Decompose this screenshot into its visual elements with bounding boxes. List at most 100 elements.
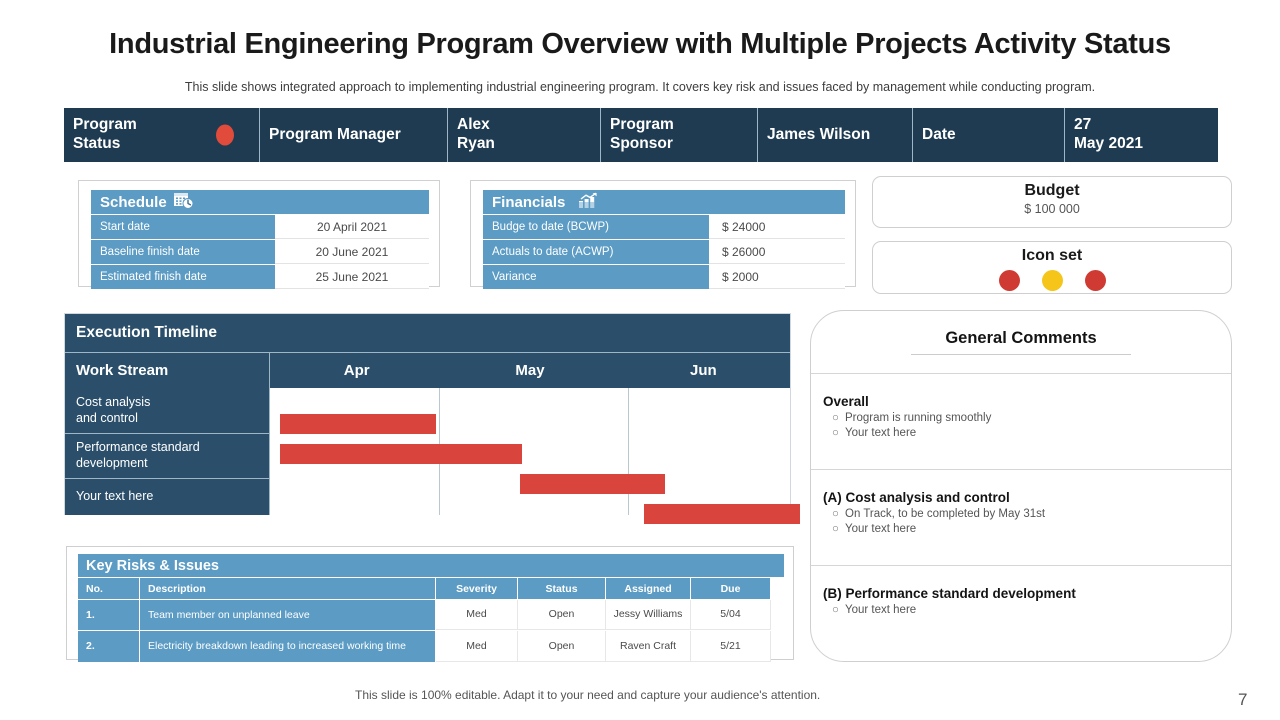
status-dot-red-icon [1084, 270, 1106, 291]
risks-cell-status: Open [518, 600, 606, 630]
financials-panel: Financials [470, 180, 856, 289]
page-subtitle: This slide shows integrated approach to … [184, 80, 1096, 94]
financials-row-key: Actuals to date (ACWP) [483, 240, 709, 264]
financials-row-value: $ 26000 [709, 240, 845, 264]
risks-cell-assigned: Raven Craft [606, 631, 691, 662]
date-value-line1: 27 [1074, 116, 1092, 134]
bar-chart-growth-icon [578, 192, 599, 213]
timeline-title: Execution Timeline [65, 314, 790, 352]
risks-cell-severity: Med [436, 631, 518, 662]
timeline-row-label-line1: Performance standard [76, 440, 200, 455]
schedule-title: Schedule [100, 193, 167, 211]
bullet-icon: ○ [832, 604, 839, 616]
risks-col-severity: Severity [436, 578, 518, 599]
calendar-clock-icon [173, 192, 194, 213]
header-cell-date-value: 27 May 2021 [1065, 108, 1218, 162]
header-cell-program-sponsor-label: Program Sponsor [601, 108, 758, 162]
schedule-row-value: 20 June 2021 [275, 240, 429, 264]
budget-title: Budget [1024, 182, 1080, 199]
header-cell-program-manager-value: Alex Ryan [448, 108, 601, 162]
risks-col-due: Due [691, 578, 771, 599]
comments-section-overall: Overall ○Program is running smoothly ○Yo… [811, 373, 1231, 469]
icon-set-box: Icon set [872, 241, 1232, 294]
budget-box: Budget $ 100 000 [872, 176, 1232, 228]
financials-panel-header: Financials [483, 190, 845, 214]
risks-header-row: No. Description Severity Status Assigned… [78, 578, 784, 599]
comments-section-heading: (A) Cost analysis and control [823, 490, 1010, 505]
bullet-icon: ○ [832, 508, 839, 520]
table-row: 2. Electricity breakdown leading to incr… [78, 631, 784, 662]
schedule-row-value: 20 April 2021 [275, 215, 429, 239]
risks-cell-no: 2. [78, 631, 140, 662]
timeline-row-label-line2: and control [76, 410, 138, 425]
divider [911, 354, 1131, 355]
schedule-row-key: Start date [91, 215, 275, 239]
page-title: Industrial Engineering Program Overview … [109, 28, 1171, 60]
program-sponsor-value: James Wilson [767, 126, 871, 143]
schedule-row: Baseline finish date 20 June 2021 [91, 240, 429, 264]
comments-section-a: (A) Cost analysis and control ○ On Track,… [811, 469, 1231, 565]
bullet-icon: ○ [832, 523, 839, 535]
timeline-row-labels: Cost analysis and control Performance st… [65, 388, 270, 515]
schedule-row-value: 25 June 2021 [275, 265, 429, 289]
timeline-row-label-line2: development [76, 456, 148, 470]
timeline-col-may: May [515, 362, 545, 379]
gantt-bar [644, 504, 801, 524]
timeline-row-label-line1: Cost analysis [76, 394, 151, 409]
financials-row: Variance $ 2000 [483, 265, 845, 289]
timeline-gridline [628, 388, 629, 515]
general-comments-header: General Comments [811, 311, 1231, 373]
list-item: ○ Your text here [823, 523, 1231, 535]
date-label: Date [922, 126, 956, 143]
financials-row-value: $ 24000 [709, 215, 845, 239]
list-item: ○ On Track, to be completed by May 31st [823, 508, 1231, 520]
timeline-row-label: Your text here [65, 479, 270, 515]
general-comments-title: General Comments [945, 329, 1097, 347]
financials-row-key: Budge to date (BCWP) [483, 215, 709, 239]
schedule-panel-header: Schedule [91, 190, 429, 214]
comments-section-b: (B) Performance standard development ○Yo… [811, 565, 1231, 661]
list-item: ○Your text here [823, 604, 1231, 616]
program-sponsor-label-line1: Program [610, 116, 674, 134]
risks-cell-description: Electricity breakdown leading to increas… [140, 631, 436, 662]
timeline-body: Cost analysis and control Performance st… [65, 388, 801, 524]
gantt-bar [519, 474, 666, 494]
risks-cell-description: Team member on unplanned leave [140, 600, 436, 630]
icon-set-dots [873, 270, 1231, 291]
list-item: ○Your text here [823, 427, 1231, 439]
schedule-row: Start date 20 April 2021 [91, 215, 429, 239]
general-comments-panel: General Comments Overall ○Program is run… [810, 310, 1232, 662]
gantt-bar [280, 414, 437, 434]
risks-cell-due: 5/04 [691, 600, 771, 630]
risks-cell-severity: Med [436, 600, 518, 630]
status-dot-yellow-icon [1041, 270, 1063, 291]
program-sponsor-label-line2: Sponsor [610, 135, 673, 152]
list-item-text: On Track, to be completed by May 31st [845, 508, 1046, 520]
risks-col-description: Description [140, 578, 436, 599]
header-cell-program-manager-label: Program Manager [260, 108, 448, 162]
financials-row: Budge to date (BCWP) $ 24000 [483, 215, 845, 239]
program-manager-value-line2: Ryan [457, 135, 495, 152]
risks-title: Key Risks & Issues [78, 554, 784, 577]
risks-cell-assigned: Jessy Williams [606, 600, 691, 630]
program-status-label-line2: Status [73, 135, 121, 152]
header-cell-date-label: Date [913, 108, 1065, 162]
list-item-text: Your text here [845, 523, 917, 535]
gantt-bar [280, 444, 523, 464]
timeline-row-label: Performance standard development [65, 434, 270, 479]
risks-col-assigned: Assigned [606, 578, 691, 599]
schedule-row: Estimated finish date 25 June 2021 [91, 265, 429, 289]
comments-section-heading: Overall [823, 394, 869, 409]
status-indicator-dot [216, 124, 234, 146]
bullet-icon: ○ [832, 412, 839, 424]
risks-col-no: No. [78, 578, 140, 599]
status-dot-red-icon [998, 270, 1020, 291]
financials-row: Actuals to date (ACWP) $ 26000 [483, 240, 845, 264]
program-manager-label: Program Manager [269, 126, 401, 143]
schedule-row-key: Estimated finish date [91, 265, 275, 289]
timeline-header-row: Work Stream Apr May Jun [65, 352, 790, 388]
risks-cell-status: Open [518, 631, 606, 662]
program-manager-value-line1: Alex [457, 116, 490, 134]
bullet-icon: ○ [832, 427, 839, 439]
